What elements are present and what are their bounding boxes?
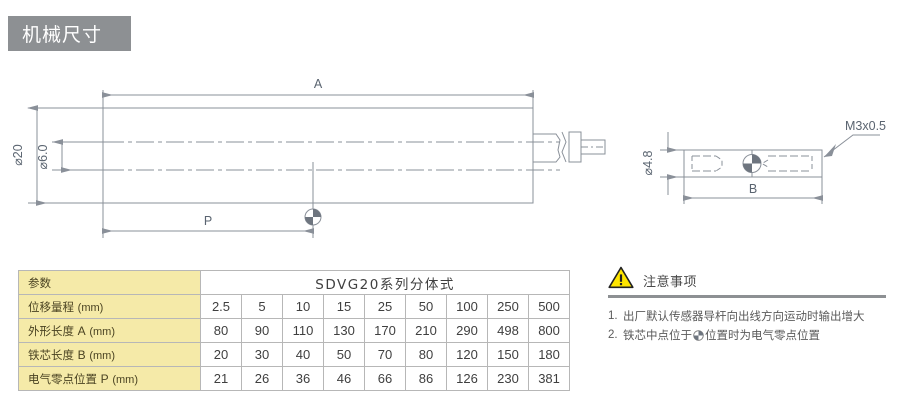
table-cell-row-label: 电气零点位置 P (mm) bbox=[18, 366, 201, 391]
table-cell-value: 30 bbox=[241, 342, 283, 367]
table-row: 电气零点位置 P (mm) 21 26 36 46 66 86 126 230 … bbox=[18, 366, 571, 391]
table-cell-value: 110 bbox=[282, 318, 324, 343]
page-title: 机械尺寸 bbox=[22, 24, 103, 46]
notes-title: 注意事项 bbox=[643, 274, 698, 290]
table-cell-value: 46 bbox=[323, 366, 365, 391]
dimension-label-a: A bbox=[314, 77, 323, 91]
table-cell-value: 25 bbox=[364, 294, 406, 319]
row-label-unit: (mm) bbox=[89, 349, 115, 362]
table-cell-value: 50 bbox=[405, 294, 447, 319]
dimension-label-p: P bbox=[204, 214, 212, 228]
table-cell-value: 100 bbox=[446, 294, 488, 319]
notes-list: 1. 出厂默认传感器导杆向出线方向运动时输出增大 2. 铁芯中点位于位置时为电气… bbox=[608, 308, 886, 345]
table-cell-row-label: 铁芯长度 B (mm) bbox=[18, 342, 201, 367]
table-cell-value: 210 bbox=[405, 318, 447, 343]
electrical-zero-mark-icon-main bbox=[304, 208, 322, 226]
table-cell-value: 40 bbox=[282, 342, 324, 367]
note-text: 出厂默认传感器导杆向出线方向运动时输出增大 bbox=[623, 309, 865, 323]
note-number: 1. bbox=[608, 310, 618, 322]
dimension-label-diameter-outer: ⌀20 bbox=[11, 144, 25, 165]
table-cell-value: 26 bbox=[241, 366, 283, 391]
warning-triangle-icon bbox=[608, 266, 634, 294]
table-cell-value: 800 bbox=[527, 318, 571, 343]
table-cell-value: 50 bbox=[323, 342, 365, 367]
table-cell-value: 126 bbox=[446, 366, 488, 391]
table-cell-value: 36 bbox=[282, 366, 324, 391]
row-label-letter: P bbox=[100, 371, 109, 386]
table-cell-value: 170 bbox=[364, 318, 406, 343]
table-cell-value: 500 bbox=[527, 294, 571, 319]
table-cell-value: 10 bbox=[282, 294, 324, 319]
table-cell-value: 2.5 bbox=[200, 294, 242, 319]
table-row-header: 参数 SDVG20系列分体式 bbox=[18, 270, 571, 295]
table-row: 外形长度 A (mm) 80 90 110 130 170 210 290 49… bbox=[18, 318, 571, 343]
table-cell-value: 15 bbox=[323, 294, 365, 319]
table-cell-value: 80 bbox=[200, 318, 242, 343]
table-cell-row-label: 位移量程 (mm) bbox=[18, 294, 201, 319]
row-label-cn: 电气零点位置 bbox=[28, 371, 97, 386]
table-cell-value: 20 bbox=[200, 342, 242, 367]
note-item: 2. 铁芯中点位于位置时为电气零点位置 bbox=[608, 327, 886, 345]
table-cell-series-header: SDVG20系列分体式 bbox=[199, 270, 571, 295]
table-cell-value: 80 bbox=[405, 342, 447, 367]
table-cell-value: 66 bbox=[364, 366, 406, 391]
note-number: 2. bbox=[608, 329, 618, 341]
dimension-label-diameter-height: ⌀4.8 bbox=[641, 151, 655, 176]
table-cell-value: 130 bbox=[323, 318, 365, 343]
table-cell-value: 90 bbox=[241, 318, 283, 343]
table-cell-value: 70 bbox=[364, 342, 406, 367]
technical-drawing: A P ⌀20 ⌀6.0 ⌀4.8 B M3x0.5 bbox=[0, 62, 897, 257]
note-text-before: 铁芯中点位于 bbox=[623, 328, 692, 342]
table-cell-value: 5 bbox=[241, 294, 283, 319]
note-item: 1. 出厂默认传感器导杆向出线方向运动时输出增大 bbox=[608, 308, 886, 324]
table-row: 位移量程 (mm) 2.5 5 10 15 25 50 100 250 500 bbox=[18, 294, 571, 319]
dimension-label-b: B bbox=[749, 182, 757, 196]
spec-table-container: 参数 SDVG20系列分体式 位移量程 (mm) 2.5 5 10 15 25 … bbox=[18, 270, 571, 391]
spec-table: 参数 SDVG20系列分体式 位移量程 (mm) 2.5 5 10 15 25 … bbox=[18, 270, 571, 391]
electrical-zero-mark-icon-inline bbox=[693, 329, 704, 345]
table-cell-value: 290 bbox=[446, 318, 488, 343]
row-label-cn: 外形长度 bbox=[28, 323, 74, 338]
notes-panel: 注意事项 1. 出厂默认传感器导杆向出线方向运动时输出增大 2. 铁芯中点位于位… bbox=[608, 266, 886, 348]
row-label-unit: (mm) bbox=[89, 325, 115, 338]
table-cell-value: 150 bbox=[487, 342, 529, 367]
note-text: 铁芯中点位于位置时为电气零点位置 bbox=[623, 327, 886, 345]
row-label-unit: (mm) bbox=[112, 373, 138, 386]
table-cell-param-header: 参数 bbox=[18, 270, 201, 295]
table-cell-value: 120 bbox=[446, 342, 488, 367]
table-row: 铁芯长度 B (mm) 20 30 40 50 70 80 120 150 18… bbox=[18, 342, 571, 367]
table-cell-value: 86 bbox=[405, 366, 447, 391]
row-label-letter: A bbox=[77, 323, 86, 338]
row-label-cn: 位移量程 bbox=[28, 299, 74, 314]
section-header: 机械尺寸 bbox=[8, 16, 131, 51]
table-cell-value: 498 bbox=[487, 318, 529, 343]
table-cell-value: 381 bbox=[527, 366, 571, 391]
row-label-cn: 铁芯长度 bbox=[28, 347, 74, 362]
table-cell-value: 180 bbox=[527, 342, 571, 367]
thread-callout-label: M3x0.5 bbox=[845, 119, 886, 133]
row-label-letter: B bbox=[77, 347, 86, 362]
row-label-unit: (mm) bbox=[77, 301, 104, 314]
notes-header: 注意事项 bbox=[608, 266, 886, 294]
table-cell-value: 21 bbox=[200, 366, 242, 391]
table-cell-value: 250 bbox=[487, 294, 529, 319]
note-text-after: 位置时为电气零点位置 bbox=[705, 328, 820, 342]
electrical-zero-mark-icon-magnet bbox=[742, 154, 762, 173]
notes-divider bbox=[608, 295, 886, 298]
table-cell-row-label: 外形长度 A (mm) bbox=[18, 318, 201, 343]
table-cell-value: 230 bbox=[487, 366, 529, 391]
dimension-label-diameter-inner: ⌀6.0 bbox=[36, 145, 50, 170]
